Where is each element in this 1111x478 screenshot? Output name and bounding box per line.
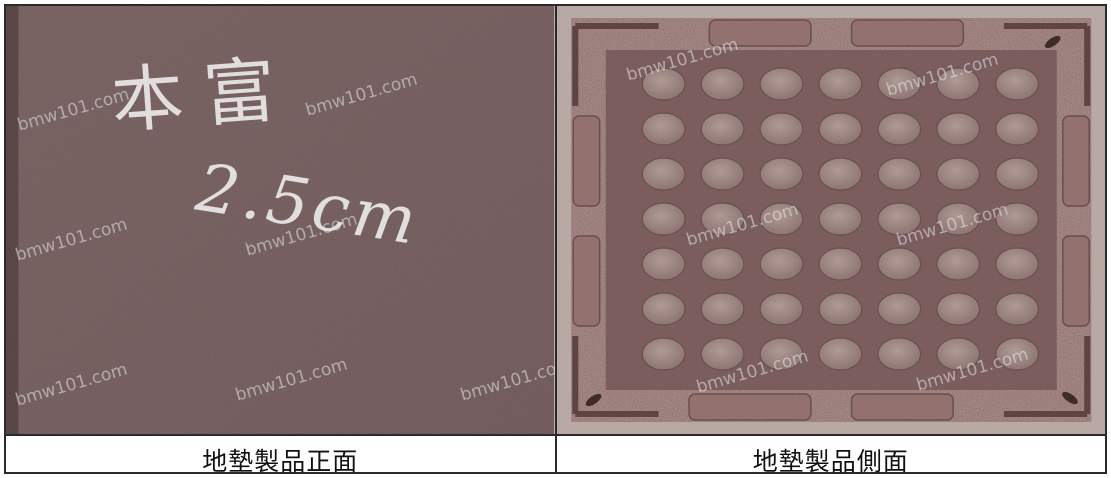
stud	[876, 292, 921, 326]
stud	[759, 67, 803, 101]
stud	[641, 67, 686, 101]
stud	[759, 292, 803, 326]
stud	[700, 247, 745, 281]
stud	[994, 112, 1039, 146]
stud-grid	[641, 67, 1039, 371]
stud	[641, 247, 686, 281]
stud	[700, 292, 745, 326]
mat-front-image	[6, 6, 555, 434]
mat-side-photo: bmw101.com bmw101.com bmw101.com bmw101.…	[556, 6, 1105, 434]
mat-front-photo: 本富 2.5cm bmw101.com bmw101.com bmw101.co…	[6, 6, 555, 434]
stud	[700, 157, 745, 191]
stud	[817, 157, 862, 191]
side-photo-cell: bmw101.com bmw101.com bmw101.com bmw101.…	[554, 4, 1107, 436]
stud	[817, 67, 862, 101]
stud	[817, 202, 862, 236]
stud	[876, 112, 921, 146]
stud	[641, 202, 686, 236]
mat-side-image	[556, 6, 1105, 434]
front-caption-cell: 地墊製品正面	[4, 434, 557, 476]
stud	[876, 337, 921, 371]
stud	[935, 157, 980, 191]
stud	[876, 67, 921, 101]
stud	[876, 202, 921, 236]
side-caption: 地墊製品側面	[752, 447, 909, 476]
stud	[994, 247, 1039, 281]
stud	[935, 202, 980, 236]
stud	[817, 247, 862, 281]
stud	[876, 157, 921, 191]
stud	[994, 292, 1039, 326]
stud	[994, 202, 1039, 236]
stud	[759, 247, 803, 281]
stud	[700, 67, 745, 101]
stud	[817, 112, 862, 146]
stud	[817, 337, 862, 371]
stud	[759, 337, 803, 371]
front-photo-cell: 本富 2.5cm bmw101.com bmw101.com bmw101.co…	[4, 4, 557, 436]
stud	[641, 337, 686, 371]
side-caption-cell: 地墊製品側面	[554, 434, 1107, 476]
front-caption: 地墊製品正面	[202, 447, 359, 476]
stud	[935, 337, 980, 371]
stud	[641, 112, 686, 146]
stud	[700, 112, 745, 146]
stud	[994, 67, 1039, 101]
stud	[641, 157, 686, 191]
stud	[700, 337, 745, 371]
stud	[935, 67, 980, 101]
stud	[700, 202, 745, 236]
stud	[994, 157, 1039, 191]
stud	[759, 157, 803, 191]
stud	[759, 202, 803, 236]
stud	[876, 247, 921, 281]
stud	[935, 247, 980, 281]
stud	[759, 112, 803, 146]
stud	[935, 112, 980, 146]
stud	[994, 337, 1039, 371]
photo-table: 本富 2.5cm bmw101.com bmw101.com bmw101.co…	[4, 4, 1107, 476]
stud	[935, 292, 980, 326]
stud	[641, 292, 686, 326]
stud	[817, 292, 862, 326]
